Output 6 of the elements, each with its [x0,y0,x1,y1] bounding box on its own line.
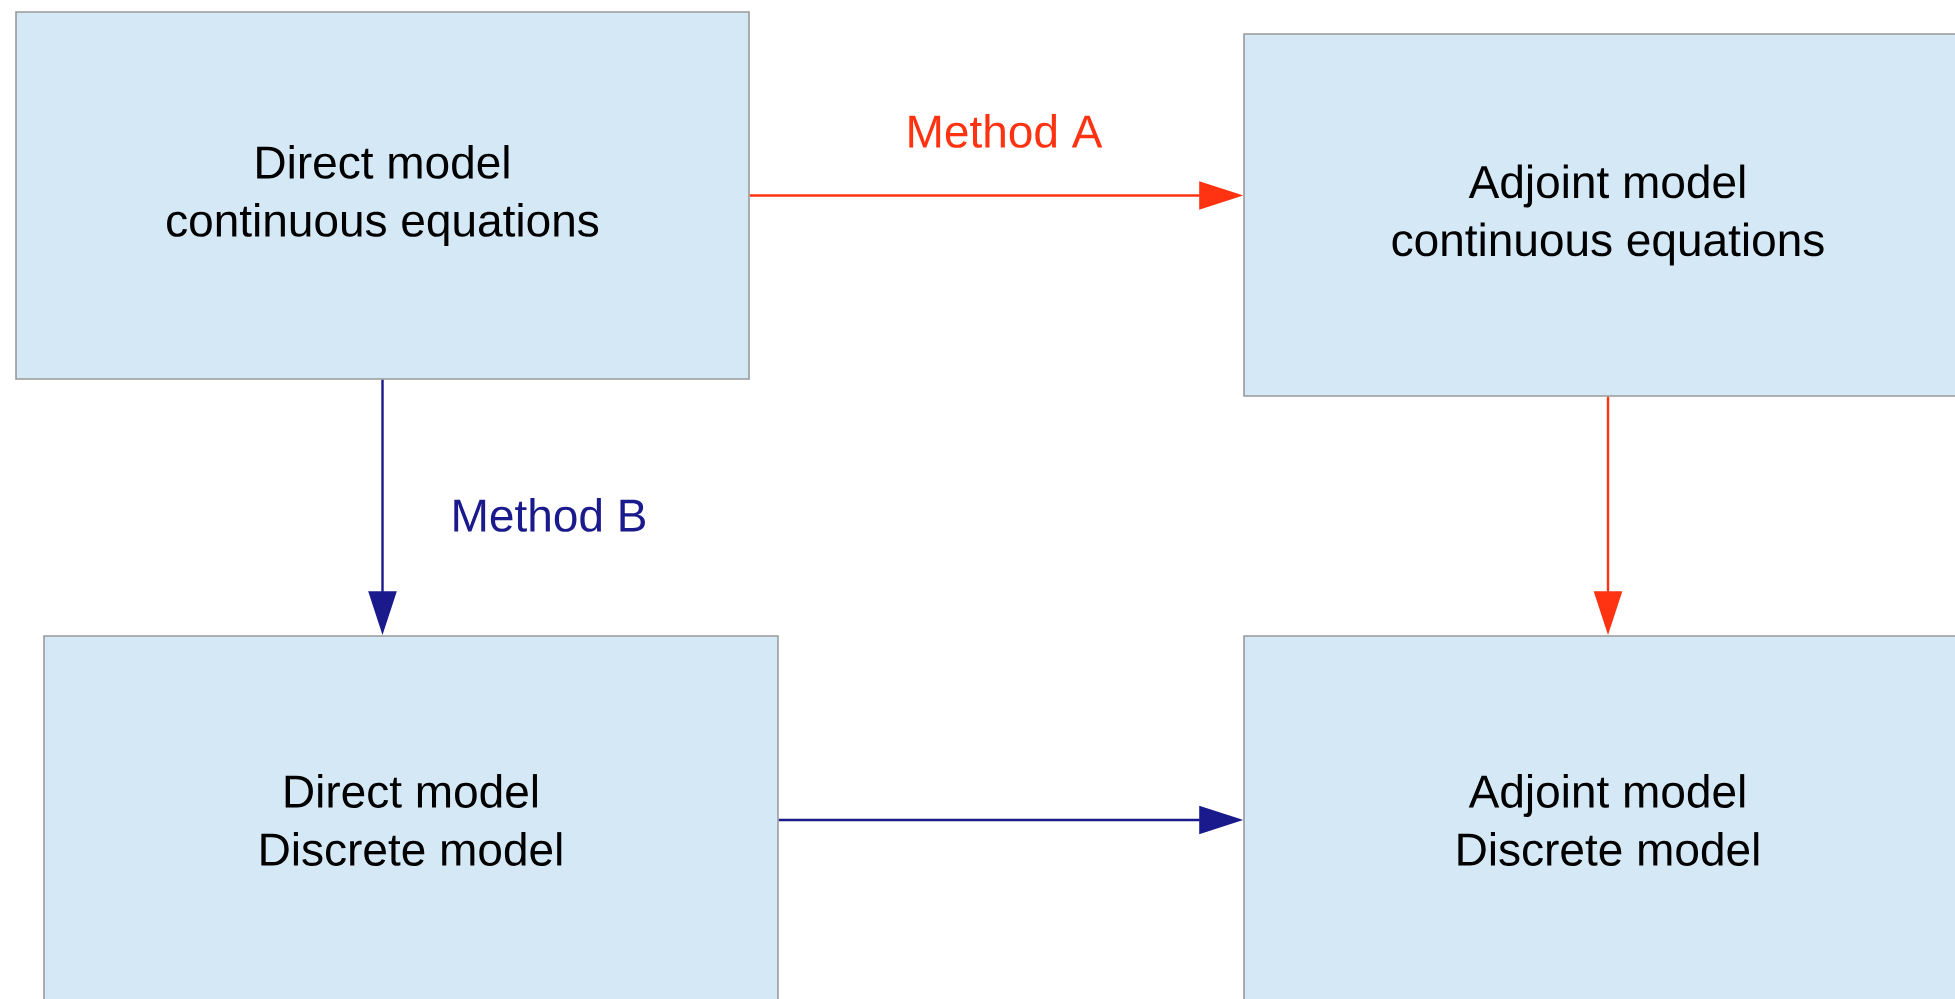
edge-label: Method B [448,496,650,534]
model-box: Adjoint model continuous equations [1243,33,1955,397]
model-box: Adjoint model Discrete model [1243,635,1955,999]
model-box: Direct model Discrete model [43,635,779,999]
edge-label: Method A [903,112,1105,150]
model-box: Direct model continuous equations [15,11,750,380]
